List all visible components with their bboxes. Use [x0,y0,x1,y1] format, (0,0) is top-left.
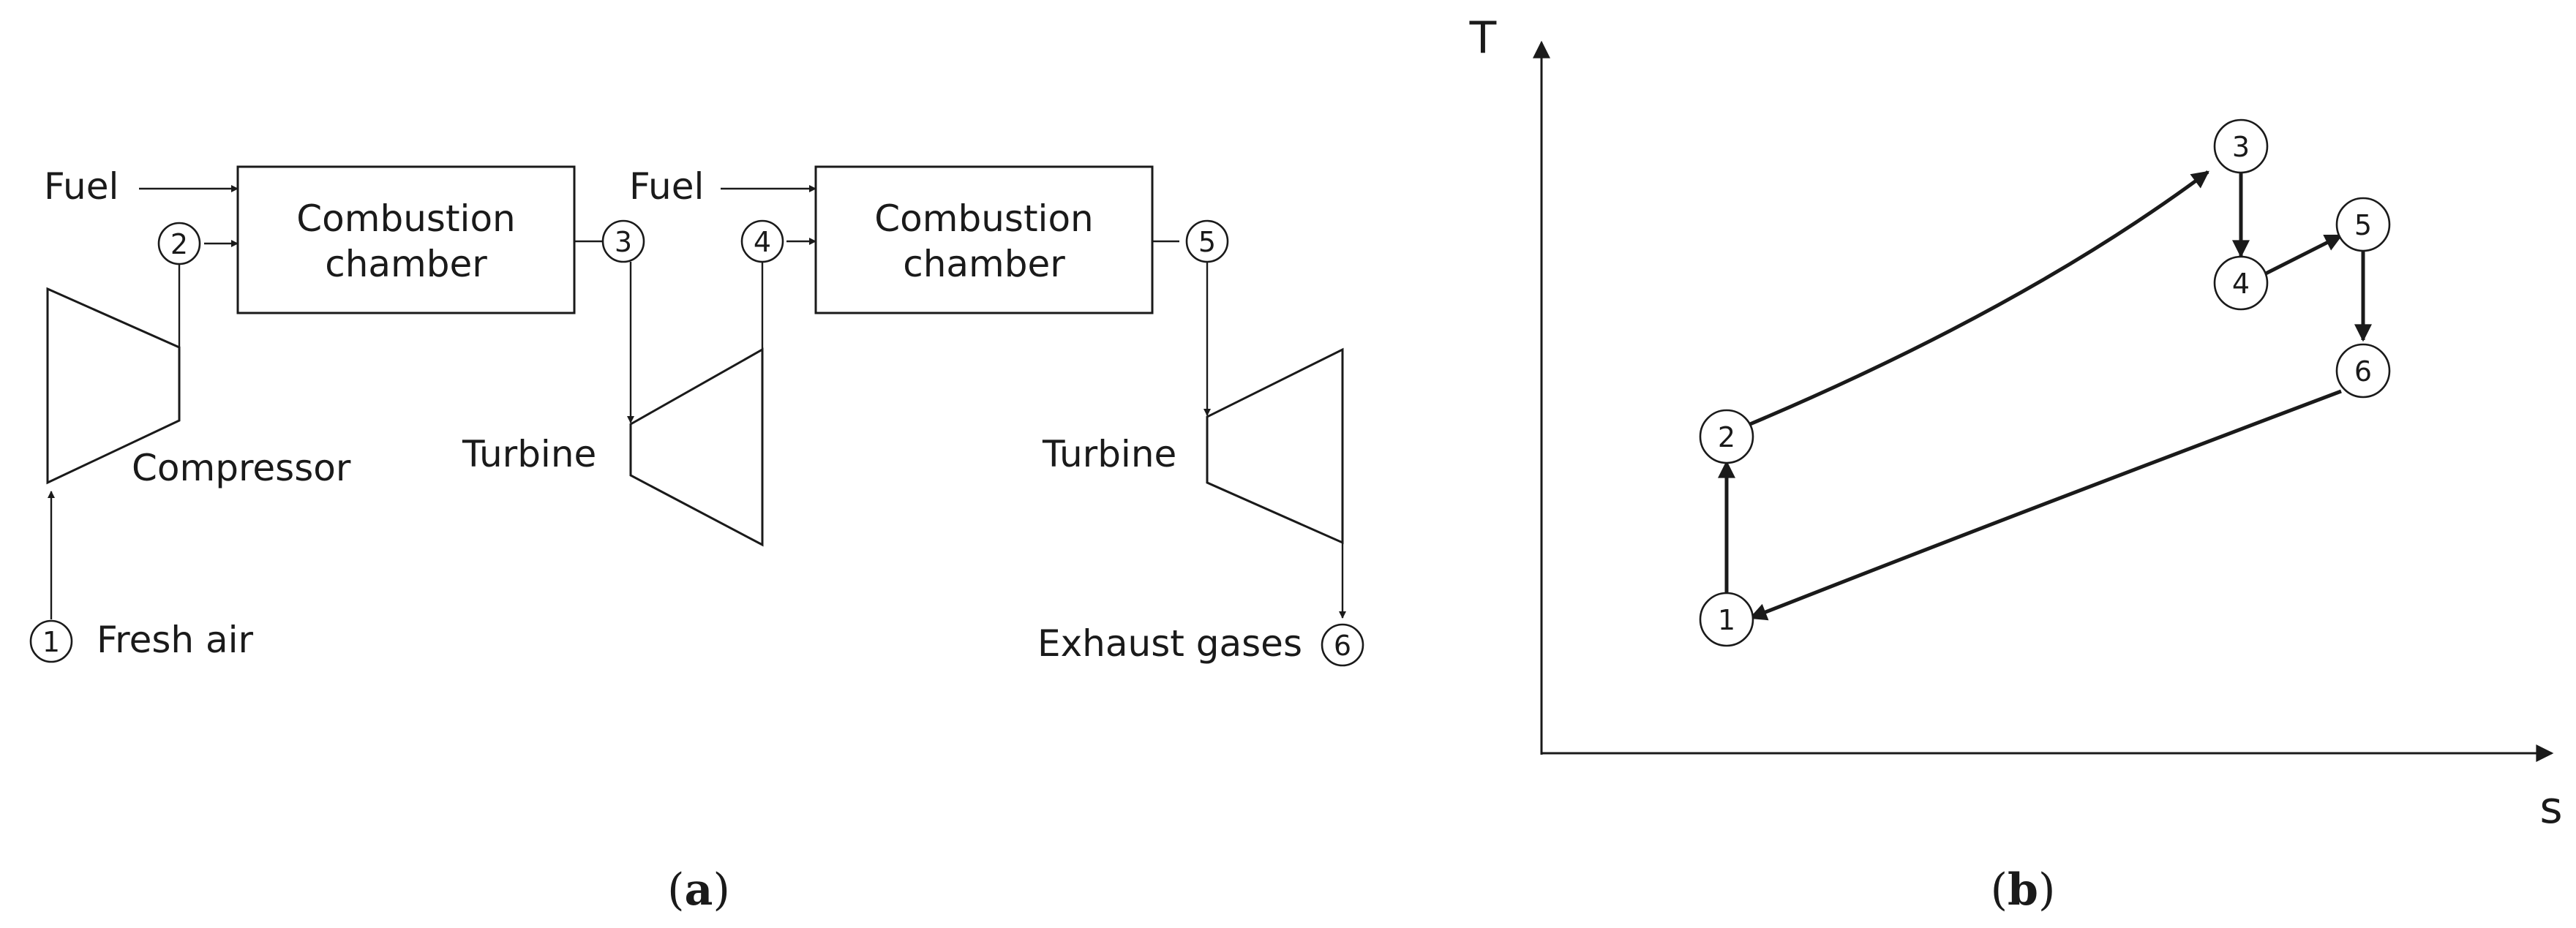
state-a-2-label: 2 [170,228,188,260]
exhaust-gases-label: Exhaust gases [1037,622,1302,665]
state-b-3-label: 3 [2232,131,2250,163]
state-b-2-label: 2 [1718,421,1735,453]
state-a-6: 6 [1321,623,1364,667]
state-a-1-label: 1 [42,626,60,658]
state-a-3-label: 3 [615,226,632,258]
caption-a: (a) [667,864,730,916]
fuel-label-2: Fuel [629,165,704,208]
state-a-5: 5 [1185,219,1229,263]
fuel-label-1: Fuel [44,165,119,208]
state-b-1: 1 [1699,592,1754,647]
state-a-5-label: 5 [1198,226,1216,258]
panel-b-ts-diagram: T s 1 2 3 4 5 6 [1469,12,2563,916]
caption-b: (b) [1991,864,2056,916]
state-b-5-label: 5 [2354,209,2372,241]
process-6-1 [1749,389,2342,621]
turbine-2-label: Turbine [1042,433,1176,475]
state-b-2: 2 [1699,409,1754,464]
state-a-6-label: 6 [1334,630,1351,662]
state-a-3: 3 [601,219,645,263]
state-b-4-label: 4 [2232,268,2250,300]
combustion-chamber-1 [236,165,576,314]
fresh-air-label: Fresh air [97,619,254,661]
turbine-1-label: Turbine [462,433,596,475]
compressor-label: Compressor [132,447,351,489]
state-a-1: 1 [29,619,73,663]
state-b-1-label: 1 [1718,604,1735,636]
process-2-3 [1749,170,2209,426]
state-b-4: 4 [2213,255,2269,311]
turbine-1-shape [629,347,764,547]
caption-b-letter: b [2008,864,2038,916]
t-axis-label: T [1469,12,1497,64]
state-b-3: 3 [2213,118,2269,174]
compressor-shape [46,287,181,485]
s-axis-label: s [2539,782,2562,834]
combustion-chamber-1-line2: chamber [325,243,487,285]
combustion-chamber-2 [814,165,1154,314]
state-a-4-label: 4 [754,226,771,258]
state-b-6-label: 6 [2354,355,2372,388]
panel-a-schematic: Fuel Fuel Combustion chamber Combustion … [29,165,1364,916]
state-b-6: 6 [2335,343,2391,399]
state-a-2: 2 [157,222,201,265]
state-b-5: 5 [2335,197,2391,252]
combustion-chamber-1-line1: Combustion [296,197,515,240]
combustion-chamber-2-line2: chamber [903,243,1065,285]
caption-a-letter: a [685,864,713,916]
state-a-4: 4 [740,219,784,263]
combustion-chamber-2-line1: Combustion [874,197,1093,240]
turbine-2-shape [1206,347,1344,545]
process-4-5 [2263,233,2343,276]
